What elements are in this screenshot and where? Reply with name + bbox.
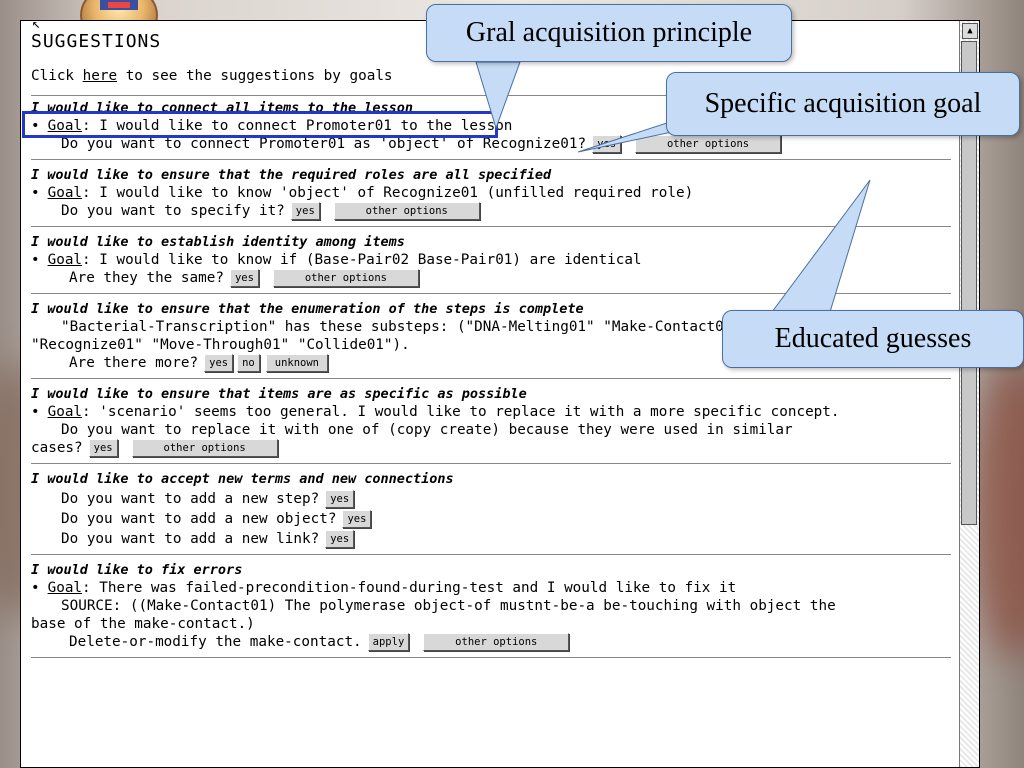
suggestions-content: SUGGESTIONS Click here to see the sugges… bbox=[31, 33, 951, 670]
suggestion-identity: I would like to establish identity among… bbox=[31, 226, 951, 293]
window-title: SUGGESTIONS bbox=[31, 31, 162, 52]
goal-line: Goal: I would like to know 'object' of R… bbox=[31, 184, 951, 202]
goal-line: Goal: I would like to know if (Base-Pair… bbox=[31, 251, 951, 269]
yes-button[interactable]: yes bbox=[229, 269, 259, 287]
yes-button[interactable]: yes bbox=[592, 135, 622, 153]
question-line-cont: cases? yes other options bbox=[31, 439, 951, 457]
question-text: Do you want to add a new step? bbox=[61, 491, 320, 507]
suggestion-specific: I would like to ensure that items are as… bbox=[31, 378, 951, 463]
principle-heading: I would like to fix errors bbox=[31, 562, 243, 578]
principle-heading: I would like to accept new terms and new… bbox=[31, 471, 454, 487]
goal-link[interactable]: Goal bbox=[47, 580, 83, 596]
yes-button[interactable]: yes bbox=[88, 439, 118, 457]
educated-guesses-callout: Educated guesses bbox=[722, 310, 1024, 368]
vertical-scrollbar[interactable]: ▲ bbox=[959, 21, 979, 767]
add-step-line: Do you want to add a new step? yes bbox=[31, 490, 951, 508]
click-prefix: Click bbox=[31, 68, 83, 84]
question-text: Do you want to add a new link? bbox=[61, 531, 320, 547]
goal-text: : There was failed-precondition-found-du… bbox=[82, 580, 737, 596]
mouse-cursor-icon: ↖ bbox=[32, 16, 41, 32]
suggestions-window: ▲ SUGGESTIONS Click here to see the sugg… bbox=[20, 20, 980, 768]
yes-button[interactable]: yes bbox=[325, 530, 355, 548]
goal-link[interactable]: Goal bbox=[47, 252, 83, 268]
other-options-button[interactable]: other options bbox=[333, 202, 480, 220]
principle-heading: I would like to ensure that the enumerat… bbox=[31, 301, 584, 317]
section-divider bbox=[31, 657, 951, 670]
substeps-line: "Bacterial-Transcription" has these subs… bbox=[61, 319, 741, 335]
question-text: cases? bbox=[31, 440, 83, 456]
goal-line: Goal: I would like to connect Promoter01… bbox=[31, 117, 951, 135]
no-button[interactable]: no bbox=[237, 354, 260, 372]
question-line: Are they the same? yes other options bbox=[31, 269, 951, 287]
scroll-up-arrow-icon[interactable]: ▲ bbox=[962, 23, 978, 39]
goal-line: Goal: There was failed-precondition-foun… bbox=[31, 579, 951, 597]
question-text: Do you want to connect Promoter01 as 'ob… bbox=[61, 136, 587, 152]
substeps-line-cont: "Recognize01" "Move-Through01" "Collide0… bbox=[31, 337, 410, 353]
question-text: Do you want to add a new object? bbox=[61, 511, 337, 527]
other-options-button[interactable]: other options bbox=[272, 269, 419, 287]
goal-line: Goal: 'scenario' seems too general. I wo… bbox=[31, 403, 951, 421]
question-line: Do you want to replace it with one of (c… bbox=[61, 422, 793, 438]
goal-link[interactable]: Goal bbox=[47, 118, 83, 134]
click-here-line: Click here to see the suggestions by goa… bbox=[31, 67, 951, 85]
suggestion-required-roles: I would like to ensure that the required… bbox=[31, 159, 951, 226]
goal-text: : I would like to know if (Base-Pair02 B… bbox=[82, 252, 642, 268]
action-text: Delete-or-modify the make-contact. bbox=[69, 634, 362, 650]
principle-heading: I would like to ensure that items are as… bbox=[31, 386, 527, 402]
goal-link[interactable]: Goal bbox=[47, 185, 83, 201]
yes-button[interactable]: yes bbox=[204, 354, 234, 372]
here-link[interactable]: here bbox=[82, 68, 118, 84]
goal-text: : I would like to know 'object' of Recog… bbox=[82, 185, 694, 201]
suggestion-enumeration: I would like to ensure that the enumerat… bbox=[31, 293, 951, 378]
question-text: Are they the same? bbox=[69, 270, 224, 286]
other-options-button[interactable]: other options bbox=[131, 439, 278, 457]
yes-button[interactable]: yes bbox=[325, 490, 355, 508]
goal-text: : 'scenario' seems too general. I would … bbox=[82, 404, 840, 420]
yes-button[interactable]: yes bbox=[342, 510, 372, 528]
click-suffix: to see the suggestions by goals bbox=[117, 68, 393, 84]
other-options-button[interactable]: other options bbox=[635, 135, 782, 153]
unknown-button[interactable]: unknown bbox=[265, 354, 329, 372]
goal-text: : I would like to connect Promoter01 to … bbox=[82, 118, 513, 134]
source-line: SOURCE: ((Make-Contact01) The polymerase… bbox=[61, 598, 836, 614]
apply-button[interactable]: apply bbox=[367, 633, 410, 651]
principle-highlight-box bbox=[22, 111, 498, 138]
add-link-line: Do you want to add a new link? yes bbox=[31, 530, 951, 548]
gral-principle-callout: Gral acquisition principle bbox=[426, 4, 792, 62]
goal-link[interactable]: Goal bbox=[47, 404, 83, 420]
source-line-cont: base of the make-contact.) bbox=[31, 616, 255, 632]
specific-goal-callout: Specific acquisition goal bbox=[666, 72, 1020, 136]
add-object-line: Do you want to add a new object? yes bbox=[31, 510, 951, 528]
other-options-button[interactable]: other options bbox=[423, 633, 570, 651]
suggestion-fix-errors: I would like to fix errors Goal: There w… bbox=[31, 554, 951, 657]
suggestion-new-terms: I would like to accept new terms and new… bbox=[31, 463, 951, 554]
principle-heading: I would like to establish identity among… bbox=[31, 234, 405, 250]
question-line: Do you want to specify it? yes other optio… bbox=[31, 202, 951, 220]
question-text: Do you want to specify it? bbox=[61, 203, 285, 219]
scroll-thumb[interactable] bbox=[961, 41, 977, 525]
principle-heading: I would like to ensure that the required… bbox=[31, 167, 552, 183]
yes-button[interactable]: yes bbox=[290, 202, 320, 220]
question-text: Are there more? bbox=[69, 355, 199, 371]
